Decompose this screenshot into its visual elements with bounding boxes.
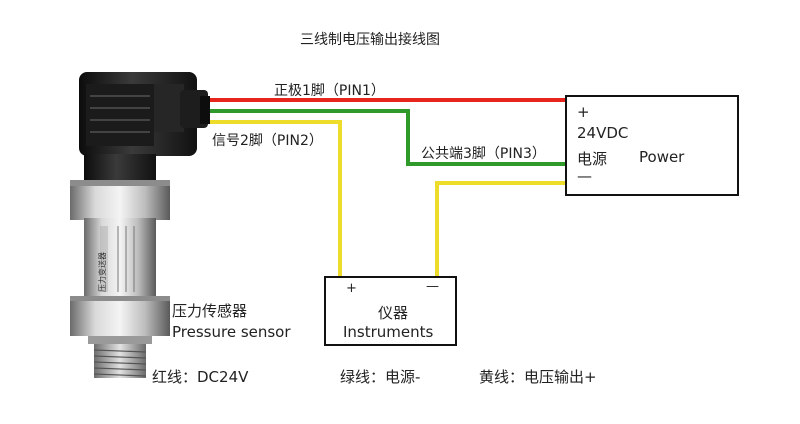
instrument-box: + — 仪器 Instruments <box>324 276 457 346</box>
instrument-minus-terminal: — <box>426 279 439 294</box>
yellow-wire-power <box>435 181 567 278</box>
power-supply-box: + 24VDC 电源 Power — <box>565 95 739 196</box>
sensor-name-en: Pressure sensor <box>172 323 291 341</box>
legend-green-wire: 绿线：电源- <box>340 368 421 386</box>
green-wire-label: 公共端3脚（PIN3） <box>421 146 546 162</box>
power-name-cn: 电源 <box>577 150 608 168</box>
power-name-en: Power <box>639 148 685 166</box>
sensor-name-cn: 压力传感器 <box>172 302 248 320</box>
yellow-wire-label: 信号2脚（PIN2） <box>212 133 323 149</box>
legend-yellow-wire: 黄线：电压输出+ <box>479 368 597 386</box>
instrument-name-cn: 仪器 <box>378 304 409 322</box>
instrument-name-en: Instruments <box>343 323 434 341</box>
sensor-body-text: 压力变送器 <box>97 252 107 292</box>
instrument-plus-terminal: + <box>346 281 357 296</box>
diagram-title: 三线制电压输出接线图 <box>300 32 440 48</box>
power-plus-terminal: + <box>577 103 590 121</box>
power-voltage: 24VDC <box>577 124 629 142</box>
pressure-sensor-graphic: 压力变送器 <box>70 72 210 378</box>
legend-red-wire: 红线：DC24V <box>152 368 249 386</box>
green-wire <box>205 109 567 166</box>
yellow-wire-sensor <box>205 120 342 278</box>
power-minus-terminal: — <box>577 167 592 185</box>
wires <box>205 98 567 278</box>
red-wire-label: 正极1脚（PIN1） <box>274 83 385 99</box>
